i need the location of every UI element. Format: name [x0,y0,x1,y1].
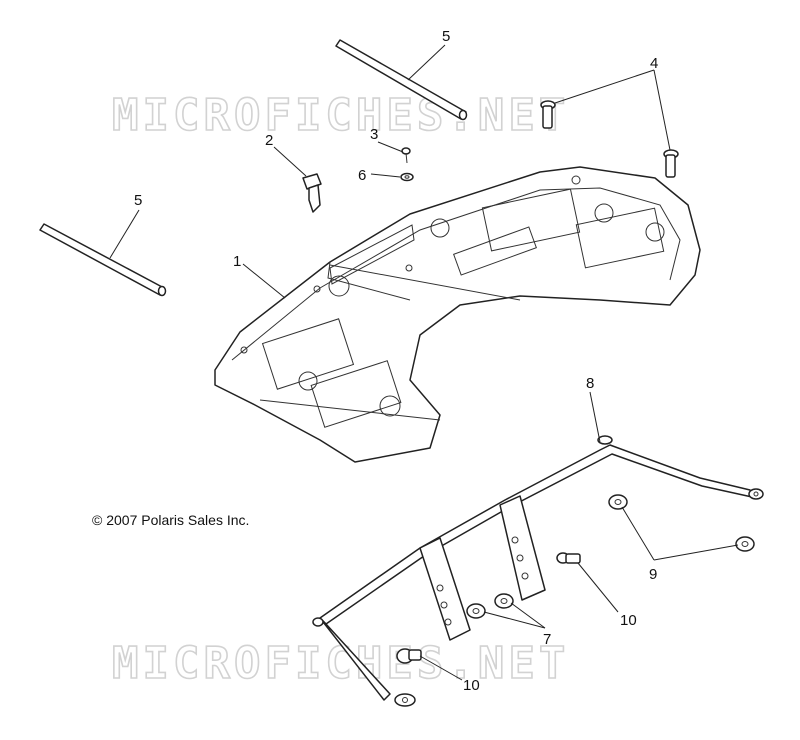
bracket-bar [312,435,764,707]
rack [214,166,701,463]
watermark-bottom: MICROFICHES.NET [112,638,569,689]
watermark-top: MICROFICHES.NET [112,90,569,141]
screw-small [401,147,411,164]
bolt-large [302,173,322,213]
callout-bolt-bottom: 10 [463,677,480,694]
callout-nut-pair: 7 [543,631,551,648]
callout-rod-left: 5 [134,192,142,209]
copyright-text: © 2007 Polaris Sales Inc. [92,512,250,528]
nut-right [608,494,755,552]
callout-bracket-bar: 8 [586,375,594,392]
callout-screw-small: 3 [370,126,378,143]
callout-bolt-right: 10 [620,612,637,629]
callout-bolt-pair: 4 [650,55,658,72]
callout-bolt-large: 2 [265,132,273,149]
leader-lines [109,44,739,681]
bolt-pair [540,100,679,178]
bolt-right [556,552,581,564]
washer [400,172,414,182]
callout-nut-right: 9 [649,566,657,583]
callout-rack: 1 [233,253,241,270]
rod-top [335,39,468,121]
callout-rod-top: 5 [442,28,450,45]
callout-washer: 6 [358,167,366,184]
bolt-bottom [396,648,422,664]
nut-pair [466,593,514,619]
rod-left [39,223,167,297]
